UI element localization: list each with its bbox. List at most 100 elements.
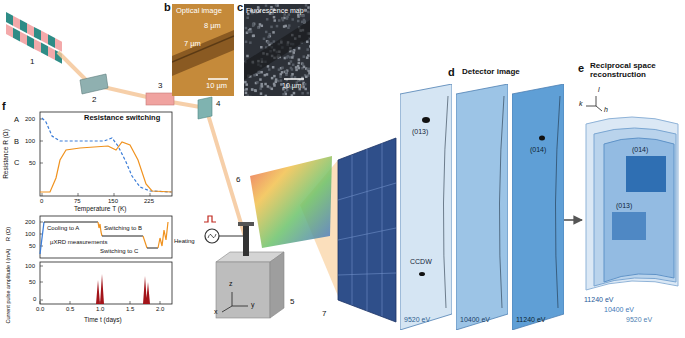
figure-label: 0.5 — [66, 306, 74, 313]
map-pixel — [291, 56, 294, 59]
map-pixel — [246, 17, 249, 20]
volume-11240 — [604, 138, 674, 282]
axis-title: Resistance R (Ω) — [2, 129, 9, 179]
axis-x — [222, 306, 232, 312]
panel-text: 10400 eV — [604, 306, 634, 314]
map-pixel — [309, 45, 310, 48]
grid-line — [338, 183, 396, 200]
panel-text: (014) — [632, 146, 648, 154]
map-pixel — [259, 78, 262, 81]
map-pixel — [298, 58, 301, 61]
panel-label: Reciprocal space reconstruction — [590, 62, 682, 80]
ccdw-peak — [419, 272, 425, 276]
map-pixel — [282, 19, 285, 22]
map-pixel — [273, 75, 276, 78]
panel-text: 9520 eV — [404, 316, 430, 324]
node-shape — [456, 84, 508, 330]
axis-h — [596, 106, 602, 111]
map-pixel — [305, 4, 308, 6]
map-pixel — [260, 46, 263, 49]
tick — [78, 193, 79, 196]
tick — [160, 301, 161, 304]
magnet-block — [34, 39, 41, 53]
focusing-optic — [198, 97, 212, 119]
map-pixel — [245, 83, 248, 86]
figure-panel: 10400 eV — [456, 84, 508, 330]
axis-title: Current pulse amplitude I (mA) — [5, 249, 11, 324]
figure-label: 50 — [29, 160, 36, 167]
figure-label: Cooling to A — [47, 225, 79, 232]
plot-frame — [40, 112, 172, 196]
figure-label: B — [14, 138, 19, 146]
grid-line — [382, 143, 383, 316]
panel-text: 9520 eV — [626, 316, 652, 324]
node-shape — [400, 84, 452, 330]
mirror — [80, 74, 108, 94]
map-pixel — [261, 85, 264, 88]
axes-triad — [222, 292, 248, 312]
panel-label: b — [164, 1, 171, 13]
flake — [172, 30, 234, 76]
figure-label: 0.0 — [36, 306, 44, 313]
map-pixel — [291, 94, 294, 96]
panel-text: 10 µm — [282, 82, 302, 90]
map-pixel — [302, 15, 305, 18]
figure-label: 1.0 — [96, 306, 104, 313]
map-pixel — [249, 96, 252, 97]
map-pixel — [298, 67, 301, 70]
map-pixel — [245, 88, 248, 91]
map-pixel — [245, 27, 248, 30]
map-pixel — [252, 34, 255, 37]
map-pixel — [284, 93, 287, 96]
map-pixel — [273, 16, 276, 19]
energy-prism — [250, 156, 332, 248]
heating-curve — [40, 142, 172, 192]
map-pixel — [272, 31, 275, 34]
cooling-trace — [40, 222, 44, 254]
ticks — [40, 119, 150, 196]
map-pixel — [259, 87, 262, 90]
panel-label: Detector image — [462, 68, 520, 77]
map-pixel — [304, 9, 307, 12]
hold-trace — [147, 248, 158, 249]
figure-label: µXRD measurements — [50, 239, 107, 246]
magnet-block — [55, 38, 62, 52]
map-pixel — [306, 40, 309, 43]
map-pixel — [307, 92, 310, 95]
map-pixel — [273, 19, 276, 22]
map-pixel — [308, 72, 310, 75]
map-pixel — [266, 73, 269, 76]
panel-text: Optical image — [176, 7, 222, 15]
switch-trace — [143, 236, 147, 248]
panel-text: CCDW — [410, 258, 432, 266]
fluorescence-map — [244, 4, 310, 96]
current-source — [205, 229, 219, 243]
grid-line — [338, 273, 396, 275]
grid-line — [367, 149, 368, 311]
figure-label: Switching to C — [100, 248, 138, 255]
magnet-block — [27, 23, 34, 37]
map-pixel — [247, 30, 250, 33]
map-pixel — [258, 26, 261, 29]
map-pixel — [261, 25, 264, 28]
figure-label: Temperature T (K) — [74, 205, 127, 212]
panel-text: (013) — [616, 202, 632, 210]
panel-text: 10 µm — [206, 82, 227, 90]
area-detector — [338, 138, 396, 322]
flake-band — [244, 20, 310, 80]
current-pulses — [96, 274, 150, 304]
map-pixel — [263, 38, 266, 41]
figure-label: 225 — [144, 198, 154, 205]
map-pixel — [291, 73, 294, 76]
map-pixel — [246, 55, 249, 58]
panel-label: d — [448, 66, 455, 78]
figure-label: 50 — [29, 279, 36, 286]
figure-panel: (014)11240 eV — [512, 84, 564, 330]
map-pixel — [272, 66, 275, 69]
map-pixel — [298, 62, 301, 64]
axis-title: R (Ω) — [5, 227, 12, 241]
detector-frame — [400, 84, 452, 330]
map-pixel — [251, 89, 254, 92]
figure-label: Heating — [174, 238, 195, 245]
